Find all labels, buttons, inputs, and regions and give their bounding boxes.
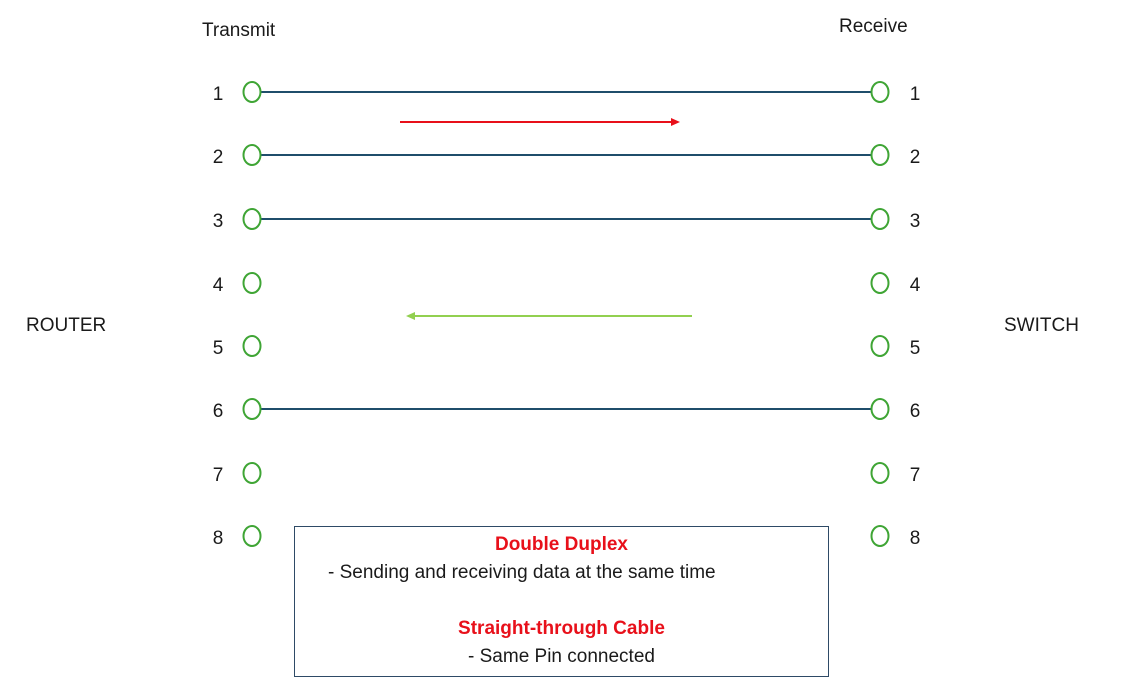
switch-pin-number-2: 2 <box>909 147 921 168</box>
switch-pin-8 <box>870 525 890 547</box>
note-box: Double Duplex - Sending and receiving da… <box>294 526 829 677</box>
switch-pin-number-3: 3 <box>909 211 921 232</box>
switch-label: SWITCH <box>1004 315 1079 336</box>
switch-pin-7 <box>870 462 890 484</box>
switch-pin-number-7: 7 <box>909 465 921 486</box>
router-pin-4 <box>242 272 262 294</box>
arrow-left-head <box>406 312 415 320</box>
switch-pin-4 <box>870 272 890 294</box>
router-pin-number-6: 6 <box>212 401 224 422</box>
switch-pin-6 <box>870 398 890 420</box>
switch-pin-number-1: 1 <box>909 84 921 105</box>
switch-pin-number-5: 5 <box>909 338 921 359</box>
router-pin-8 <box>242 525 262 547</box>
arrow-right-head <box>671 118 680 126</box>
switch-pin-number-8: 8 <box>909 528 921 549</box>
router-label: ROUTER <box>26 315 107 336</box>
straight-through-description: - Same Pin connected <box>468 646 655 667</box>
double-duplex-description: - Sending and receiving data at the same… <box>328 562 716 583</box>
router-pin-number-3: 3 <box>212 211 224 232</box>
router-pin-number-1: 1 <box>212 84 224 105</box>
router-pin-1 <box>242 81 262 103</box>
transmit-label: Transmit <box>202 20 276 41</box>
switch-pin-1 <box>870 81 890 103</box>
router-pin-number-8: 8 <box>212 528 224 549</box>
router-pin-number-4: 4 <box>212 275 224 296</box>
router-pin-5 <box>242 335 262 357</box>
double-duplex-heading: Double Duplex <box>494 534 628 555</box>
receive-label: Receive <box>839 16 908 37</box>
router-pin-7 <box>242 462 262 484</box>
router-pin-number-7: 7 <box>212 465 224 486</box>
router-pin-3 <box>242 208 262 230</box>
switch-pin-2 <box>870 144 890 166</box>
router-pin-6 <box>242 398 262 420</box>
router-pin-number-2: 2 <box>212 147 224 168</box>
switch-pin-number-6: 6 <box>909 401 921 422</box>
switch-pin-5 <box>870 335 890 357</box>
straight-through-heading: Straight-through Cable <box>458 618 665 639</box>
router-pin-number-5: 5 <box>212 338 224 359</box>
switch-pin-number-4: 4 <box>909 275 921 296</box>
switch-pin-3 <box>870 208 890 230</box>
router-pin-2 <box>242 144 262 166</box>
